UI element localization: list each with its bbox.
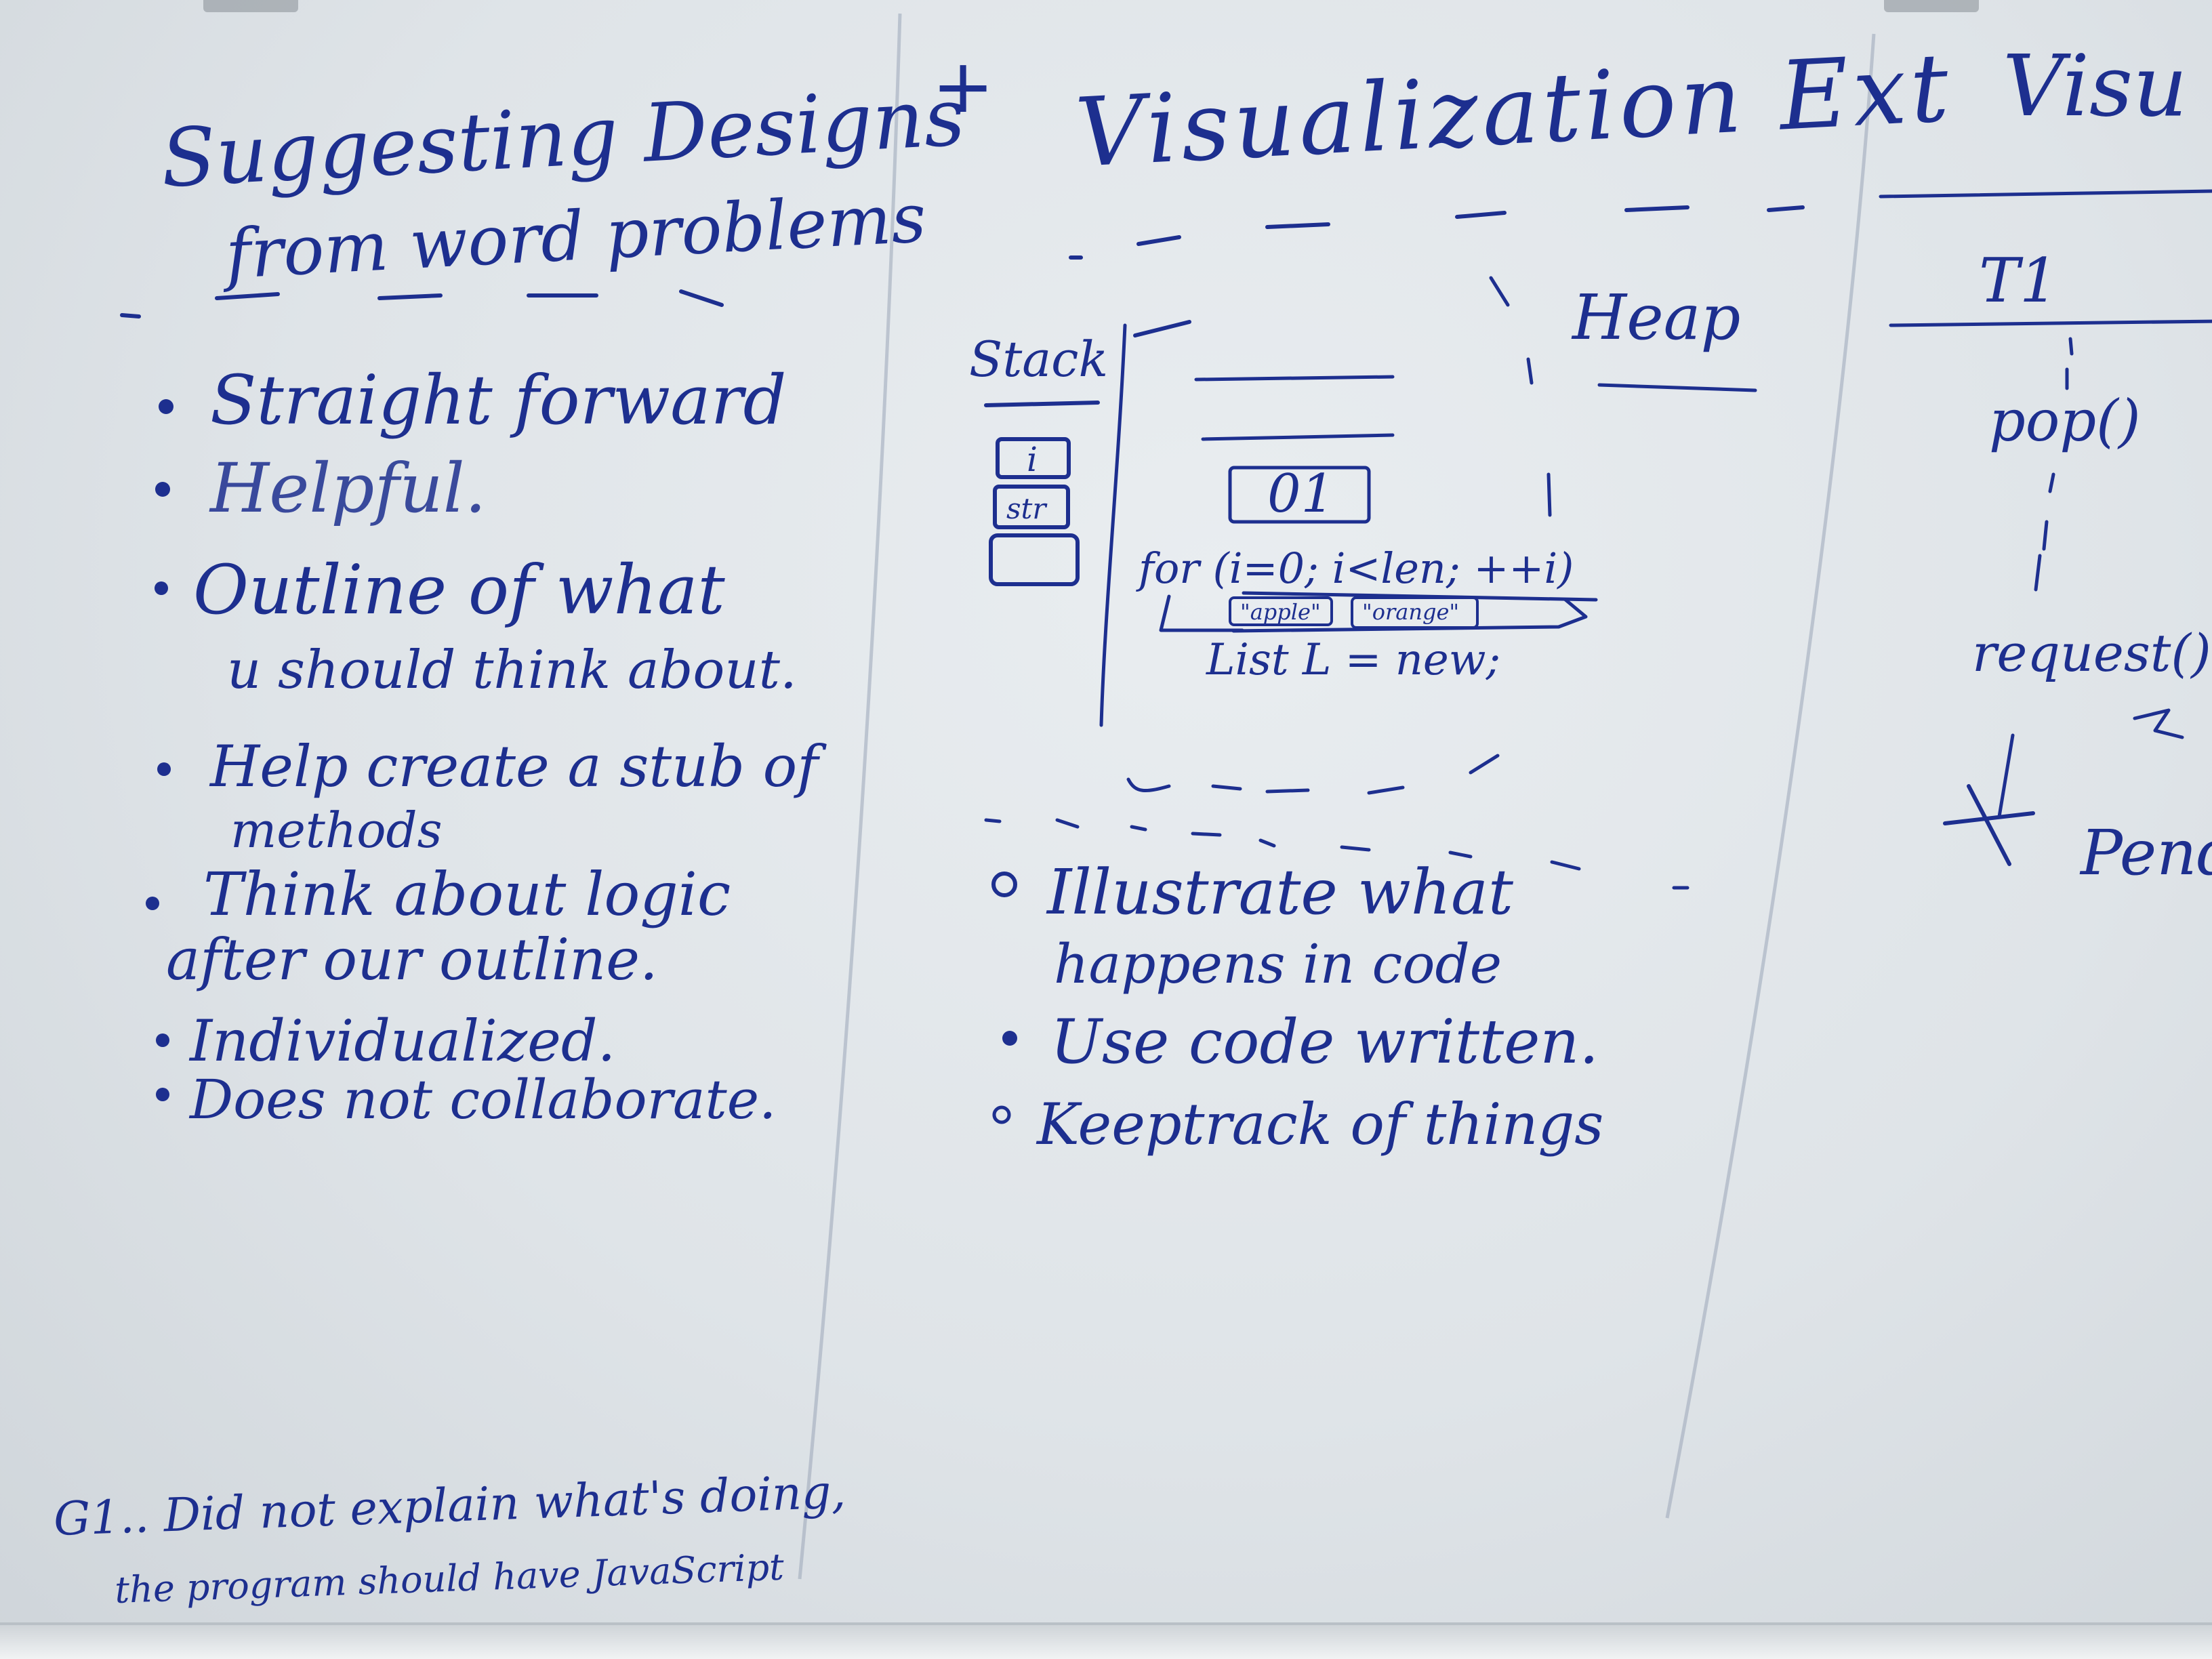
bullet-dot (156, 1088, 169, 1101)
left-footnote-line1: G1.. Did not explain what's doing, (53, 1465, 846, 1547)
list-item: after our outline. (166, 926, 658, 993)
bullet-dot (159, 399, 173, 414)
arrow-mark (2133, 708, 2184, 739)
board-clip-left (203, 0, 298, 12)
stack-cells: i str (989, 437, 1080, 586)
stack-heap-separator (1099, 323, 1127, 727)
plus-mark: + (932, 43, 994, 129)
whiteboard-frame-bottom (0, 1622, 2212, 1659)
middle-title-dashes (1069, 205, 1805, 260)
list-item: Does not collaborate. (188, 1068, 776, 1131)
bullet-dot (1002, 1031, 1017, 1046)
bullet-dot (155, 482, 170, 497)
heap-object-text: 01 (1267, 464, 1334, 525)
heap-underline (1597, 383, 1757, 392)
list-item: Keeptrack of things (1036, 1091, 1603, 1158)
divider-right (1665, 33, 1876, 1519)
bullet-dot (991, 872, 1017, 897)
left-bullet-list: Straight forward Helpful. Outline of wha… (146, 361, 827, 1131)
divider-left (798, 13, 902, 1580)
lifeline-dashes (2034, 337, 2074, 592)
right-title-line (1879, 189, 2212, 199)
list-item: Illustrate what (1046, 856, 1514, 928)
right-column: Visu T1 pop() request() Pend (1879, 37, 2212, 889)
token-text: "apple" (1240, 599, 1321, 625)
title-underline-dashes (120, 289, 724, 319)
middle-column: + Visualization Ext Stack i str Heap 01 … (932, 33, 1955, 1158)
stack-label: Stack (969, 331, 1108, 388)
board-clip-right (1884, 0, 1979, 12)
code-list-line: List L = new; (1206, 635, 1500, 685)
stack-cell-text: i (1027, 440, 1038, 479)
token-box (1351, 596, 1479, 629)
stack-cell-text: str (1006, 492, 1048, 525)
stack-underline (984, 401, 1100, 407)
list-item: Straight forward (210, 361, 787, 440)
stack-cell (996, 437, 1071, 479)
list-item: Think about logic (203, 859, 731, 929)
call-item: request() (1972, 623, 2211, 683)
frame-top-tick (1133, 320, 1191, 337)
bullet-dot (157, 762, 171, 776)
right-t-line (1889, 319, 2212, 327)
bullet-dot (156, 1033, 169, 1047)
cross-mark (1943, 784, 2035, 866)
middle-title: Visualization Ext (1073, 33, 1955, 189)
stack-cell (989, 533, 1080, 586)
code-for-line: for (i=0; i<len; ++i) (1136, 544, 1574, 593)
bullet-dot (992, 1105, 1011, 1124)
middle-bullet-list: Illustrate what happens in code Use code… (991, 856, 1603, 1158)
frame-right-ticks (1489, 276, 1552, 517)
list-item: Outline of what (193, 550, 726, 630)
list-item: methods (230, 802, 443, 859)
right-t-label: T1 (1979, 245, 2058, 316)
frame-line (1194, 375, 1395, 441)
list-item: Help create a stub of (209, 733, 827, 800)
heap-object-box (1228, 466, 1371, 524)
bullet-dot (155, 581, 168, 595)
lifeline-lower (1997, 733, 2015, 819)
middle-dashes (984, 754, 1689, 890)
list-item: u should think about. (227, 640, 797, 701)
token-text: "orange" (1362, 599, 1459, 625)
left-column: Suggesting Designs from word problems St… (53, 70, 967, 1612)
list-item: happens in code (1054, 933, 1502, 996)
right-title: Visu (2003, 37, 2188, 136)
token-box (1229, 596, 1333, 626)
pending-label: Pend (2079, 817, 2212, 889)
stack-cell (993, 485, 1070, 529)
list-item: Helpful. (209, 449, 487, 528)
call-item: pop() (1989, 388, 2141, 454)
list-item: Use code written. (1050, 1006, 1599, 1078)
left-footnote-line2: the program should have JavaScript (114, 1546, 785, 1612)
list-item: Individualized. (188, 1008, 615, 1074)
heap-label: Heap (1571, 281, 1740, 354)
bullet-dot (146, 897, 159, 910)
